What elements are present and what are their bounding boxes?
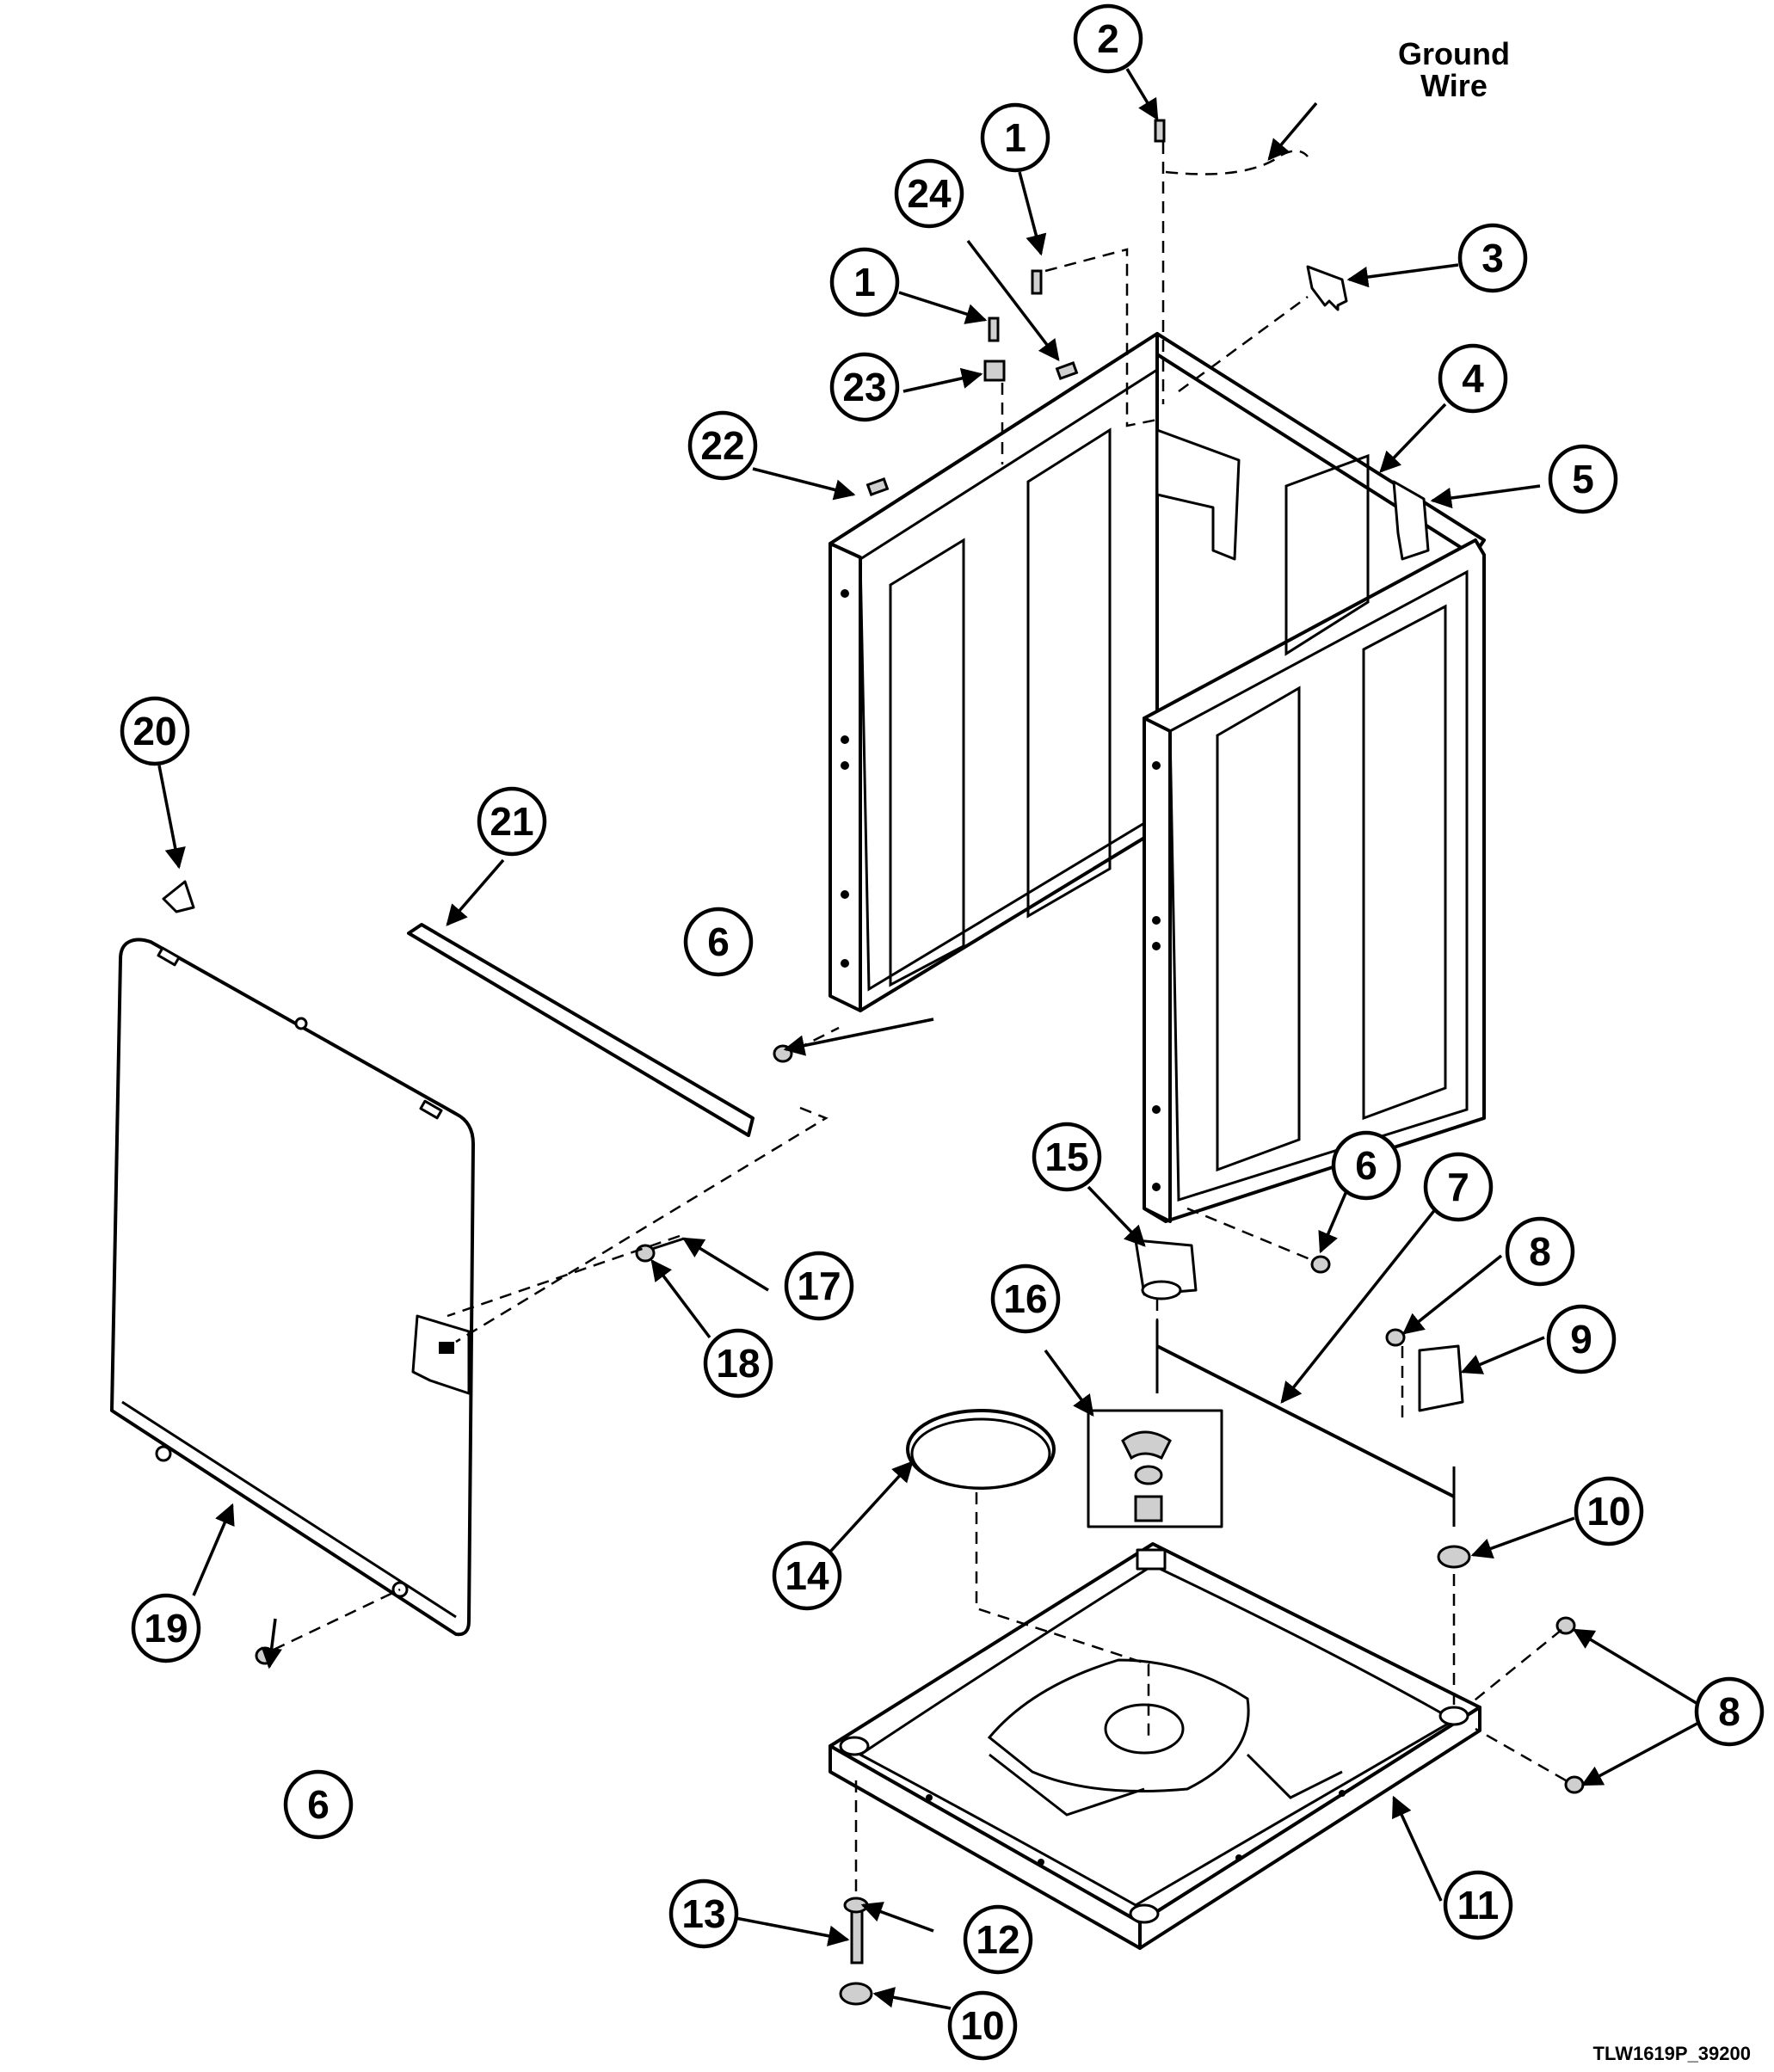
svg-text:15: 15 xyxy=(1044,1134,1088,1179)
ground-wire-label-line1: Ground xyxy=(1398,36,1510,71)
svg-text:10: 10 xyxy=(1586,1489,1630,1534)
svg-text:12: 12 xyxy=(976,1917,1019,1962)
alignment-lines xyxy=(273,142,1567,1892)
callout-22: 22 xyxy=(687,410,758,481)
drawing-code: TLW1619P_39200 xyxy=(1593,2043,1751,2064)
svg-text:7: 7 xyxy=(1447,1165,1469,1209)
callout-17: 17 xyxy=(784,1251,854,1321)
base-frame xyxy=(828,1542,1481,1950)
svg-text:21: 21 xyxy=(490,799,533,844)
callout-4: 4 xyxy=(1438,343,1508,414)
svg-text:23: 23 xyxy=(842,365,886,409)
callout-19: 19 xyxy=(131,1593,201,1663)
callout-12: 12 xyxy=(963,1904,1033,1975)
cabinet-front-edge xyxy=(1143,716,1172,1223)
front-panel-hinge xyxy=(411,1314,471,1395)
callout-9: 9 xyxy=(1546,1304,1617,1374)
svg-text:11: 11 xyxy=(1457,1883,1500,1928)
callout-7: 7 xyxy=(1423,1152,1494,1222)
callout-10b: 10 xyxy=(947,1990,1018,2061)
callout-8a: 8 xyxy=(1505,1216,1575,1287)
ground-wire xyxy=(1165,150,1309,175)
callout-21: 21 xyxy=(477,786,547,857)
svg-text:6: 6 xyxy=(1355,1143,1377,1188)
callout-2: 2 xyxy=(1073,3,1143,74)
cabinet-left-edge xyxy=(828,542,862,1012)
svg-text:8: 8 xyxy=(1529,1229,1551,1274)
svg-text:18: 18 xyxy=(716,1341,760,1386)
svg-text:20: 20 xyxy=(132,709,176,753)
front-panel xyxy=(110,938,475,1637)
svg-text:13: 13 xyxy=(681,1891,725,1936)
callout-15: 15 xyxy=(1032,1122,1102,1192)
svg-text:14: 14 xyxy=(785,1553,829,1598)
cabinet-assembly xyxy=(828,332,1486,1223)
callout-1a: 1 xyxy=(980,102,1050,173)
cabinet-rear-panel xyxy=(828,332,1159,1012)
callout-11: 11 xyxy=(1443,1870,1513,1940)
callout-6a: 6 xyxy=(683,907,754,977)
svg-text:5: 5 xyxy=(1572,457,1594,501)
svg-text:19: 19 xyxy=(144,1606,188,1651)
callout-6c: 6 xyxy=(283,1769,354,1840)
svg-text:1: 1 xyxy=(1004,115,1026,160)
svg-text:10: 10 xyxy=(960,2003,1004,2048)
svg-text:1: 1 xyxy=(853,260,876,304)
svg-text:17: 17 xyxy=(797,1263,841,1308)
callout-24: 24 xyxy=(894,158,964,229)
svg-text:22: 22 xyxy=(700,423,744,468)
ground-wire-label-line2: Wire xyxy=(1420,68,1488,103)
leader-lines xyxy=(157,68,1704,2010)
callout-18: 18 xyxy=(703,1328,773,1399)
svg-text:8: 8 xyxy=(1718,1689,1740,1734)
callout-3: 3 xyxy=(1457,223,1528,293)
callout-20: 20 xyxy=(120,696,190,766)
svg-text:24: 24 xyxy=(907,171,952,216)
callout-6b: 6 xyxy=(1331,1130,1401,1201)
svg-text:6: 6 xyxy=(707,919,730,964)
callout-8b: 8 xyxy=(1694,1676,1765,1747)
svg-text:4: 4 xyxy=(1462,356,1484,401)
svg-text:2: 2 xyxy=(1097,16,1119,61)
callout-23: 23 xyxy=(829,352,900,422)
svg-text:16: 16 xyxy=(1003,1276,1047,1321)
callout-5: 5 xyxy=(1548,444,1618,514)
svg-text:9: 9 xyxy=(1570,1317,1592,1362)
callout-16: 16 xyxy=(990,1263,1061,1334)
svg-text:3: 3 xyxy=(1481,236,1504,280)
callout-13: 13 xyxy=(668,1878,739,1949)
corner-brace xyxy=(1155,428,1241,561)
callout-1b: 1 xyxy=(829,247,900,317)
callout-14: 14 xyxy=(772,1540,842,1611)
svg-text:6: 6 xyxy=(307,1782,330,1827)
callout-10a: 10 xyxy=(1574,1476,1644,1546)
